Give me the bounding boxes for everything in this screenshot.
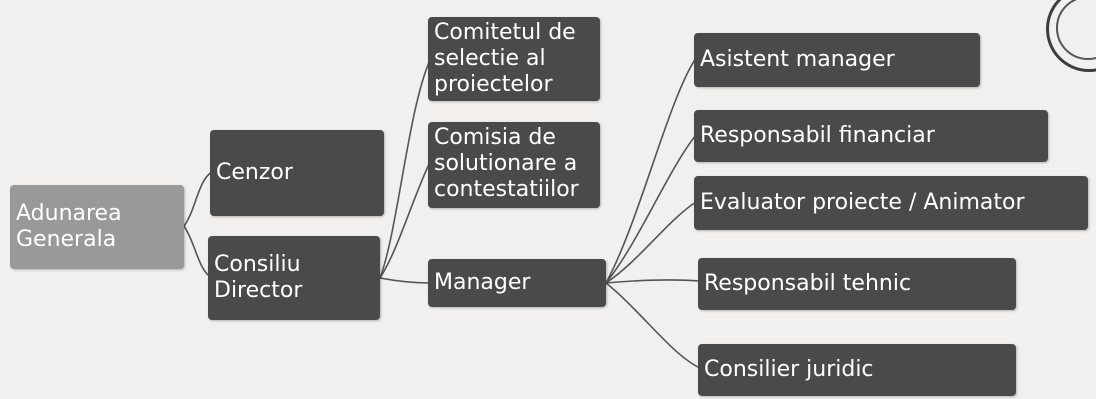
node-responsabil-tehnic: Responsabil tehnic bbox=[698, 258, 1016, 310]
node-consilier-juridic: Consilier juridic bbox=[698, 344, 1016, 396]
connector-consiliu-comisia bbox=[379, 161, 431, 279]
node-responsabil-financiar: Responsabil financiar bbox=[694, 110, 1048, 162]
connector-manager-tehnic bbox=[605, 279, 701, 284]
node-asistent-manager: Asistent manager bbox=[694, 33, 980, 87]
connector-adunarea-cenzor bbox=[183, 171, 213, 227]
connector-consiliu-manager bbox=[379, 277, 431, 284]
node-evaluator-proiecte-animator: Evaluator proiecte / Animator bbox=[694, 176, 1088, 230]
node-cenzor: Cenzor bbox=[210, 130, 384, 216]
connector-manager-juridic bbox=[605, 282, 701, 369]
node-adunarea-generala: Adunarea Generala bbox=[10, 185, 184, 269]
connector-manager-evaluator bbox=[605, 201, 697, 284]
connector-manager-asistent bbox=[605, 57, 697, 284]
connector-consiliu-comitetul bbox=[379, 59, 431, 279]
node-comisia-de-solutionare: Comisia de solutionare a contestatiilor bbox=[428, 122, 600, 208]
node-manager: Manager bbox=[428, 259, 606, 307]
connector-manager-financiar bbox=[605, 134, 697, 284]
node-comitetul-de-selectie: Comitetul de selectie al proiectelor bbox=[428, 17, 600, 101]
node-consiliu-director: Consiliu Director bbox=[208, 236, 380, 320]
